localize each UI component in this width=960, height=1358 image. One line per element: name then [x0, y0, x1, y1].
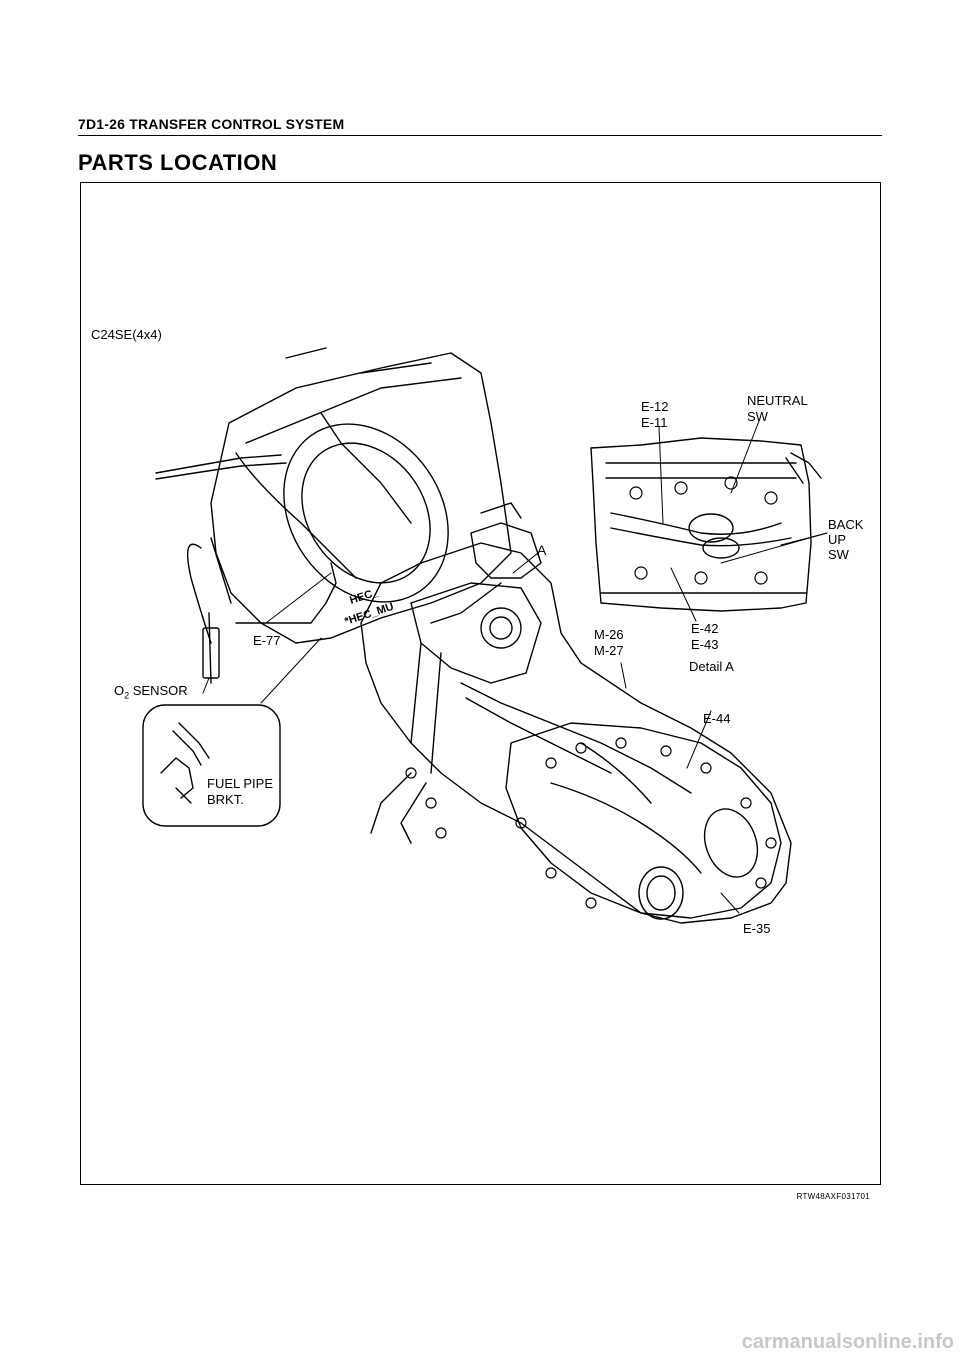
- leader-o2: [202, 677, 210, 694]
- leader-e12: [658, 426, 664, 524]
- model-label: C24SE(4x4): [91, 327, 162, 342]
- leader-e42: [670, 567, 697, 622]
- o2-subscript: 2: [124, 690, 130, 701]
- o2-prefix: O: [114, 683, 125, 698]
- label-e11: E-11: [641, 415, 668, 430]
- label-detail-a: Detail A: [689, 659, 734, 674]
- leader-a: [512, 552, 539, 574]
- bell-housing: [210, 352, 512, 644]
- watermark: carmanualsonline.info: [741, 1331, 954, 1353]
- label-fuel-pipe-1: FUEL PIPE: [207, 776, 273, 791]
- transmission-illustration: HEC_ *HEC_MU: [142, 347, 828, 924]
- label-fuel-pipe-2: BRKT.: [207, 792, 244, 807]
- transfer-case: [505, 722, 782, 919]
- hec-stencil-1: HEC_: [348, 586, 380, 607]
- leader-e44: [686, 710, 712, 769]
- label-e77: E-77: [253, 633, 281, 648]
- label-neutral-sw-2: SW: [747, 409, 768, 424]
- label-back-up-sw-1: BACK: [828, 517, 864, 532]
- label-m26: M-26: [594, 627, 624, 642]
- leader-fuel-pipe: [260, 637, 322, 704]
- label-e35: E-35: [743, 921, 771, 936]
- page-title: PARTS LOCATION: [78, 150, 278, 175]
- label-m27: M-27: [594, 643, 624, 658]
- page-header: 7D1-26 TRANSFER CONTROL SYSTEM: [78, 116, 345, 132]
- label-back-up-sw-2: UP: [828, 532, 847, 547]
- figure-code: RTW48AXF031701: [796, 1192, 870, 1201]
- label-e42: E-42: [691, 621, 719, 636]
- transmission-case: [360, 542, 792, 924]
- label-e43: E-43: [691, 637, 719, 652]
- fuel-pipe-inset: [142, 704, 281, 827]
- o2-suffix: SENSOR: [129, 683, 188, 698]
- label-e44: E-44: [703, 711, 731, 726]
- label-back-up-sw-3: SW: [828, 547, 849, 562]
- leader-e77: [265, 572, 332, 624]
- leader-neutral-sw: [730, 420, 760, 494]
- leader-e35: [720, 892, 740, 914]
- header-rule: [78, 135, 882, 136]
- label-neutral-sw-1: NEUTRAL: [747, 393, 808, 408]
- leader-back-up-sw-2: [720, 532, 828, 564]
- label-e12: E-12: [641, 399, 669, 414]
- figure-frame: HEC_ *HEC_MU C24SE(4x4) E-12 E-11 NEUTRA…: [80, 182, 881, 1185]
- label-detail-marker: A: [537, 542, 547, 558]
- leader-m26: [620, 662, 627, 689]
- label-o2-sensor: O2 SENSOR: [114, 683, 188, 704]
